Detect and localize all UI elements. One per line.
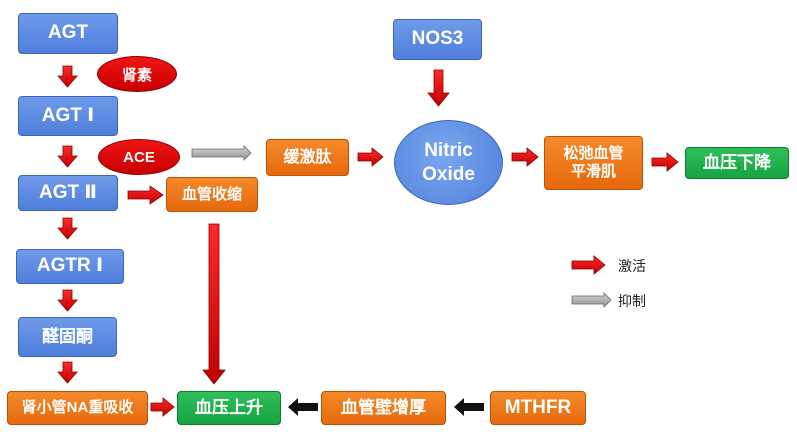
arrow-agt2-to-vasoconstriction [127,185,164,205]
arrow-bradykinin-to-no [357,147,384,167]
legend-activate-arrow [571,255,606,275]
arrow-agt2-to-agtr1 [57,217,78,240]
arrow-aldosterone-to-renal [57,361,78,384]
node-agtr1-label: AGTR Ⅰ [36,255,104,277]
node-renal-na: 肾小管NA重吸收 [7,391,148,425]
node-mthfr: MTHFR [490,391,586,425]
node-bradykinin-label: 缓激肽 [283,148,332,166]
renin-label: 肾素 [121,66,152,84]
arrow-relax-to-bp-down [651,152,679,172]
ace-ellipse: ACE [98,139,180,175]
node-agtr1: AGTR Ⅰ [16,249,124,284]
arrow-nos3-to-no [427,69,450,107]
arrow-vasoconstriction-to-bp-up [202,223,226,385]
node-bp-up: 血压上升 [177,391,281,425]
node-vasoconstriction-label: 血管收缩 [181,185,242,203]
node-mthfr-label: MTHFR [504,396,572,418]
legend-inhibit-label: 抑制 [618,293,646,309]
node-relax-smooth-muscle: 松弛血管 平滑肌 [544,136,643,190]
node-aldosterone: 醛固酮 [18,317,117,357]
node-bp-down: 血压下降 [685,147,789,179]
arrow-vessel-wall-to-bp-up [288,398,318,416]
inhibit-arrow-ace [191,145,252,161]
ace-label: ACE [123,148,155,166]
renin-ellipse: 肾素 [97,56,177,92]
node-agt1: AGT Ⅰ [18,96,118,136]
node-renal-na-label: 肾小管NA重吸收 [21,399,134,416]
node-aldosterone-label: 醛固酮 [42,326,93,346]
node-nos3-label: NOS3 [411,28,464,50]
node-agt-label: AGT [47,22,89,44]
node-agt: AGT [18,13,118,54]
node-relax-line2: 平滑肌 [570,163,616,180]
node-bp-up-label: 血压上升 [195,397,263,417]
node-relax-line1: 松弛血管 [563,145,624,162]
node-nitric-oxide-line1: Nitric [424,139,473,161]
node-agt2: AGT Ⅱ [18,175,118,211]
node-nos3: NOS3 [393,19,482,60]
arrow-agt1-to-agt2 [57,145,78,168]
legend-activate-label: 激活 [618,258,646,274]
node-agt2-label: AGT Ⅱ [39,181,97,203]
node-nitric-oxide: Nitric Oxide [394,120,503,205]
arrow-agt-to-agt1 [57,65,78,88]
arrow-agtr1-to-aldosterone [57,289,78,312]
node-nitric-oxide-line2: Oxide [422,163,475,185]
node-vessel-wall: 血管壁增厚 [321,391,446,425]
legend-inhibit-arrow [571,292,612,308]
arrow-renal-to-bp-up [150,397,175,417]
node-vasoconstriction: 血管收缩 [166,177,258,212]
node-bp-down-label: 血压下降 [703,152,771,172]
node-vessel-wall-label: 血管壁增厚 [341,397,426,417]
node-agt1-label: AGT Ⅰ [41,104,95,126]
node-bradykinin: 缓激肽 [266,139,349,176]
arrow-mthfr-to-vessel-wall [454,398,484,416]
arrow-no-to-relax [511,147,539,167]
